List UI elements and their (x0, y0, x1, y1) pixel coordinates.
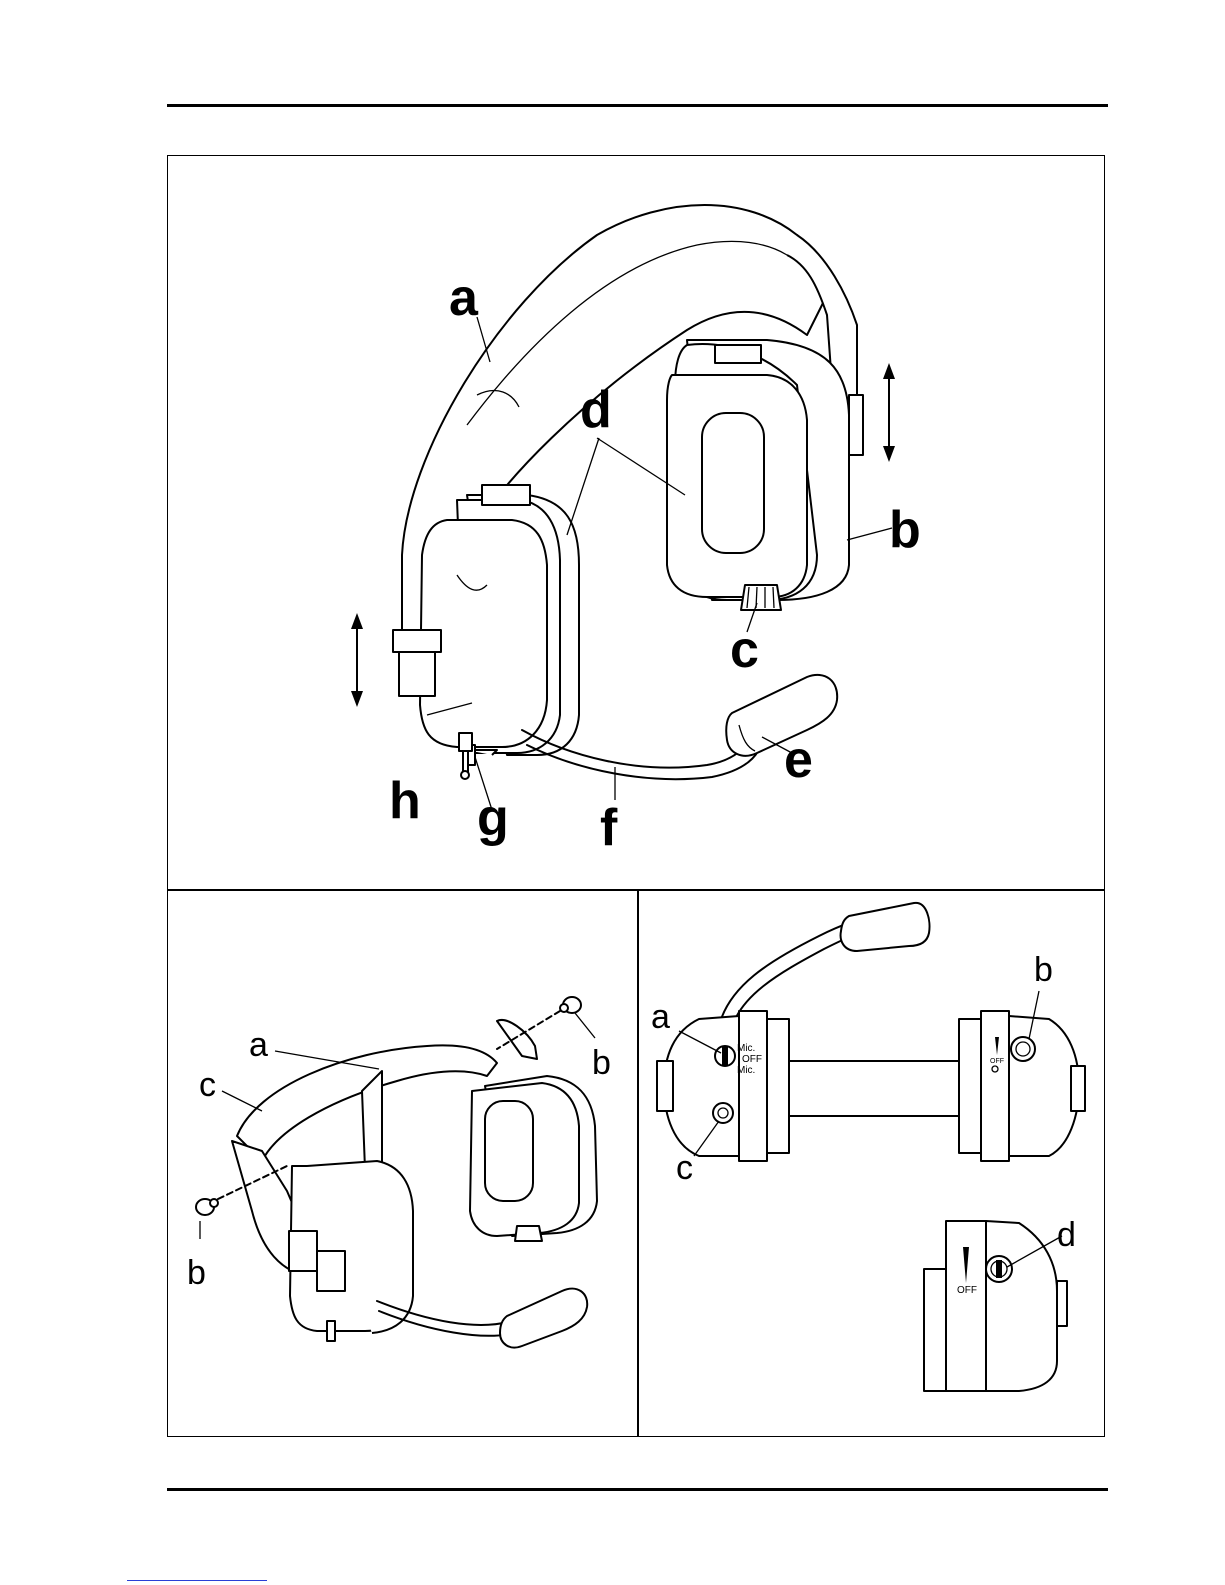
label-a: a (249, 1026, 268, 1064)
label-d: d (580, 381, 612, 439)
label-a: a (449, 269, 479, 327)
side-view-headset-illustration (657, 903, 1085, 1161)
label-c: c (676, 1149, 693, 1187)
label-g: g (477, 789, 509, 847)
label-f: f (600, 799, 618, 857)
switch-label-off: OFF (742, 1054, 762, 1065)
label-c: c (730, 621, 759, 679)
switch-label-right-off: OFF (990, 1058, 1004, 1065)
footer-rule (167, 1488, 1108, 1491)
switch-label-mic-top: Mic. (737, 1043, 755, 1054)
footer-link-underline (127, 1580, 267, 1581)
switch-label-mic-bottom: Mic. (737, 1065, 755, 1076)
label-b-right: b (592, 1044, 611, 1082)
headset-side-view-figure: Mic. OFF Mic. OFF OFF a b c d (639, 891, 1105, 1437)
headband-assembly-figure: a c b b (167, 891, 637, 1437)
label-c: c (199, 1066, 216, 1104)
switch-detail-illustration (924, 1221, 1067, 1391)
assembly-headset-illustration (232, 1020, 597, 1348)
label-h: h (389, 772, 421, 830)
label-e: e (784, 731, 813, 789)
label-b: b (1034, 951, 1053, 989)
headset-perspective-figure: a d b c e h g f (167, 155, 1105, 889)
label-a: a (651, 998, 670, 1036)
header-rule (167, 104, 1108, 107)
adjust-arrow-right (883, 363, 895, 462)
label-d: d (1057, 1216, 1076, 1254)
adjust-arrow-left (351, 613, 363, 707)
label-b: b (889, 501, 921, 559)
switch-label-detail-off: OFF (957, 1285, 977, 1296)
label-b-left: b (187, 1254, 206, 1292)
right-ear-cup-illustration (667, 340, 849, 610)
